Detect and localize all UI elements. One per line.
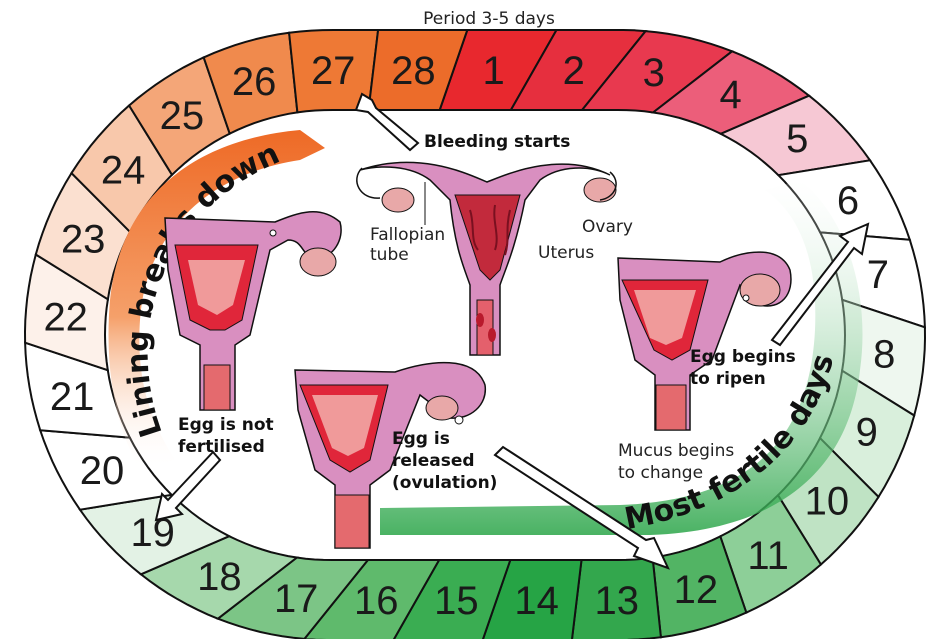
egg-ripen-label-2: to ripen [690,369,766,389]
day-number: 14 [514,579,559,623]
egg-released-label-3: (ovulation) [392,473,497,493]
day-number: 18 [197,555,242,599]
day-number: 2 [563,49,585,93]
day-number: 28 [391,49,436,93]
day-number: 17 [274,577,319,621]
day-number: 4 [719,73,741,117]
egg-not-fertilised-label-2: fertilised [178,437,265,457]
day-number: 12 [674,568,719,612]
ovary-label: Ovary [582,217,633,237]
fallopian-tube-label-2: tube [370,245,409,265]
day-number: 7 [867,253,889,297]
day-number: 22 [43,295,88,339]
mucus-label-2: to change [618,463,703,483]
day-number: 3 [643,51,665,95]
day-number: 27 [311,49,356,93]
mucus-label-1: Mucus begins [618,441,734,461]
day-number: 10 [805,480,850,524]
fallopian-tube-label-1: Fallopian [370,225,445,245]
period-label: Period 3-5 days [423,9,555,29]
day-number: 6 [837,179,859,223]
uterus-label: Uterus [538,243,594,263]
day-number: 23 [61,218,106,262]
egg-not-fertilised-label-1: Egg is not [178,415,274,435]
day-number: 13 [595,579,640,623]
egg-released-label-2: released [392,451,475,471]
egg-released-label-1: Egg is [392,429,450,449]
day-number: 21 [50,375,95,419]
bleeding-starts-label: Bleeding starts [424,132,570,152]
day-number: 24 [101,148,146,192]
day-number: 5 [786,117,808,161]
day-number: 16 [354,579,399,623]
day-number: 9 [856,411,878,455]
day-number: 25 [160,94,205,138]
day-number: 8 [873,333,895,377]
day-number: 11 [747,534,789,578]
day-number: 1 [482,49,504,93]
egg-ripen-label-1: Egg begins [690,347,796,367]
day-number: 20 [80,449,125,493]
uterus-egg-ripening-illustration [618,252,791,430]
day-number: 15 [434,579,479,623]
day-number: 26 [232,60,277,104]
